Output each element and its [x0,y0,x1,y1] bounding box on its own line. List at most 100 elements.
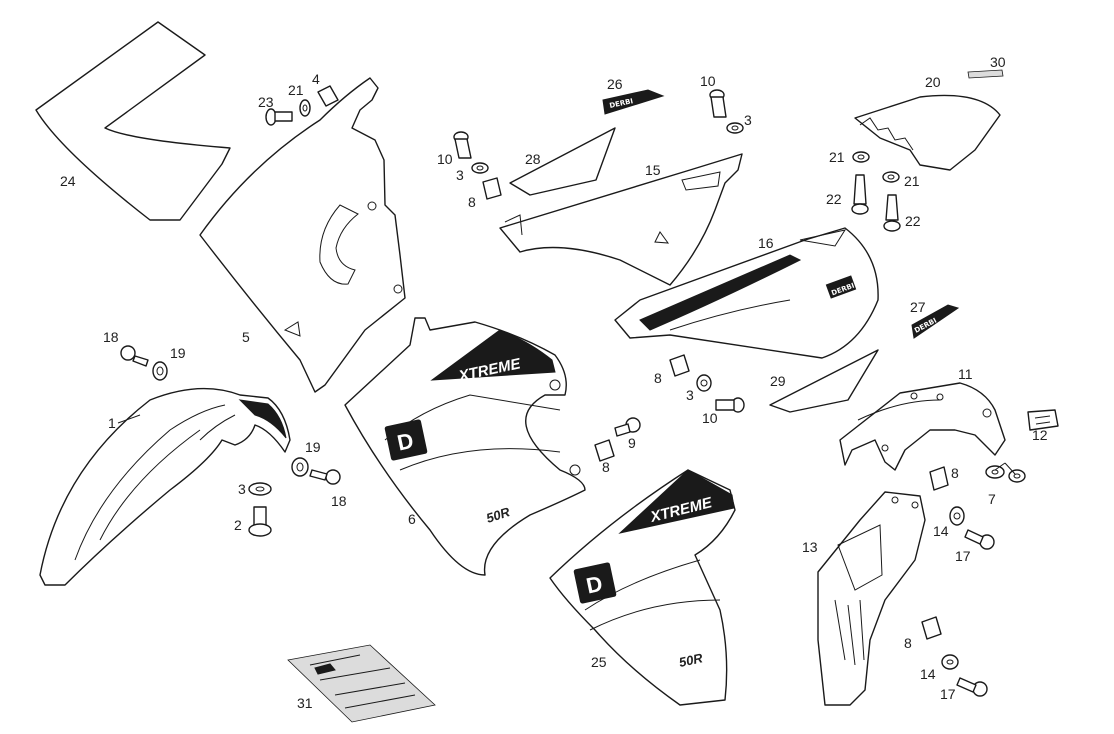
part-17-screw-b [956,677,988,697]
part-31-decal-sheet [287,644,436,723]
callout-26: 26 [607,76,623,92]
part-2-bolt [248,506,272,537]
callout-29: 29 [770,373,786,389]
callout-30: 30 [990,54,1006,70]
callout-1: 1 [108,415,116,431]
callout-3: 3 [456,167,464,183]
part-3-washer-c [726,122,744,134]
part-9-screw [614,417,641,437]
part-25-side-panel: XTREME D 50R [549,469,736,706]
part-8-clip-b [669,354,690,377]
part-22-screw-b [883,194,901,232]
callout-14: 14 [933,523,949,539]
callout-18: 18 [103,329,119,345]
part-29-sticker [769,349,879,413]
callout-7: 7 [988,491,996,507]
callout-8: 8 [904,635,912,651]
callout-10: 10 [437,151,453,167]
callout-25: 25 [591,654,607,670]
part-6-front-side-panel: XTREME D 50R [344,317,586,576]
part-8-clip-a [482,177,502,200]
callout-19: 19 [305,439,321,455]
callout-27: 27 [910,299,926,315]
part-19-grommet-a [152,361,168,381]
part-1-front-mudguard [39,387,291,586]
part-22-screw-a [851,174,869,215]
callout-8: 8 [602,459,610,475]
callout-21: 21 [829,149,845,165]
part-17-screw-a [964,529,995,550]
part-28-sticker [509,127,616,196]
callout-8: 8 [468,194,476,210]
callout-8: 8 [951,465,959,481]
part-3-washer-b [471,162,489,174]
part-26-decal: DERBI [602,89,665,115]
part-7-grommets [985,465,1026,483]
callout-10: 10 [702,410,718,426]
part-20-seat-cowl [854,94,1001,171]
callout-18: 18 [331,493,347,509]
leader-lines [117,414,1016,475]
part-12-reflector [1027,409,1059,431]
decal-50r-text-b: 50R [678,650,705,670]
callout-6: 6 [408,511,416,527]
callout-5: 5 [242,329,250,345]
part-5-inner-fairing [199,77,406,393]
part-23-screw [265,108,293,126]
part-8-clip-e [921,616,942,640]
callout-9: 9 [628,435,636,451]
callout-4: 4 [312,71,320,87]
callout-8: 8 [654,370,662,386]
decal-d-logo-b: D [584,571,605,599]
part-3-washer-a [248,482,272,496]
part-18-quick-release-a [120,345,149,367]
part-3-washer-d [696,374,712,392]
callout-20: 20 [925,74,941,90]
callout-10: 10 [700,73,716,89]
callout-13: 13 [802,539,818,555]
part-11-rear-bracket [839,382,1006,471]
callout-labels: 1 2 3 3 3 3 4 5 6 7 8 8 8 8 8 9 10 10 10… [60,54,1048,711]
part-10-screw-c [715,397,745,413]
callout-12: 12 [1032,427,1048,443]
part-8-clip-c [594,439,615,462]
callout-22: 22 [826,191,842,207]
decal-d-logo: D [395,428,416,456]
callout-28: 28 [525,151,541,167]
callout-15: 15 [645,162,661,178]
callout-3: 3 [744,112,752,128]
part-24-protective-film [35,21,231,221]
part-27-decal: DERBI [911,304,960,339]
part-10-screw-b [709,89,727,118]
part-10-screw-a [453,131,472,159]
part-16-rear-side-cover: DERBI [614,227,879,359]
part-14-washer-a [949,506,965,526]
callout-21: 21 [904,173,920,189]
callout-3: 3 [238,481,246,497]
part-4-clip [317,85,339,107]
part-14-washer-b [941,654,959,670]
callout-17: 17 [940,686,956,702]
callout-24: 24 [60,173,76,189]
part-15-side-cover [499,153,743,286]
part-21-washer-a [299,99,311,117]
part-21-washer-b [852,151,870,163]
callout-14: 14 [920,666,936,682]
part-18-quick-release-b [309,469,341,485]
callout-21: 21 [288,82,304,98]
callout-17: 17 [955,548,971,564]
callout-19: 19 [170,345,186,361]
callout-11: 11 [958,366,973,382]
callout-22: 22 [905,213,921,229]
callout-3: 3 [686,387,694,403]
callout-31: 31 [297,695,313,711]
callout-16: 16 [758,235,774,251]
callout-2: 2 [234,517,242,533]
part-21-washer-c [882,171,900,183]
decal-50r-text: 50R [484,504,512,526]
part-8-clip-d [929,466,949,491]
part-13-rear-mudguard [817,491,926,706]
callout-23: 23 [258,94,274,110]
part-19-grommet-b [291,457,309,477]
